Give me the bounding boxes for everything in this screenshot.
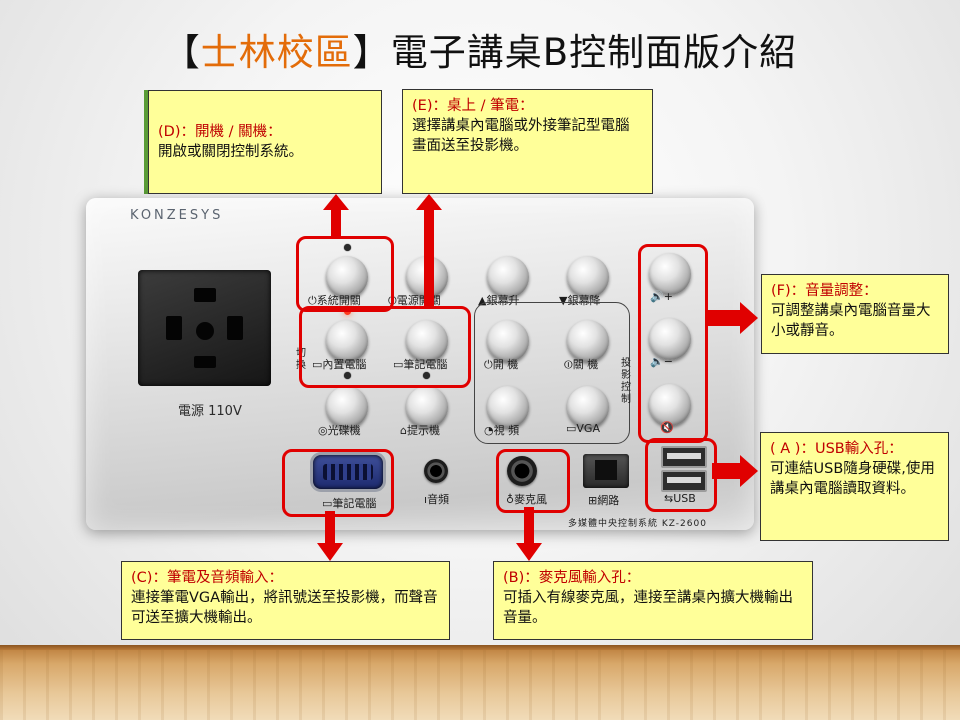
mute-button[interactable]	[649, 384, 691, 426]
usb-port-1[interactable]	[661, 446, 707, 468]
power-led	[344, 244, 351, 251]
dvd-label: ◎光碟機	[318, 424, 361, 437]
system-power-label: ⏻系統開關	[308, 294, 361, 307]
volume-up-button[interactable]	[649, 253, 691, 295]
video-label: ◔視 頻	[484, 424, 520, 437]
projector-on-button[interactable]	[487, 320, 529, 362]
mic-label: ♁麥克風	[506, 493, 548, 506]
callout-e-desktop-laptop: (E)：桌上 / 筆電： 選擇講桌內電腦或外接筆記型電腦畫面送至投影機。	[402, 89, 653, 194]
arrow-down-icon: ▼	[559, 294, 568, 307]
projector-on-label: ⏻開 機	[484, 358, 519, 371]
callout-f-volume: (F)：音量調整： 可調整講桌內電腦音量大小或靜音。	[761, 274, 949, 354]
plug-icon: ı	[424, 493, 428, 506]
power-off-icon: ⏼	[564, 358, 573, 371]
projector-off-label: ⏼關 機	[564, 358, 599, 371]
video-icon: ◔	[484, 424, 494, 437]
mic-jack[interactable]	[507, 456, 537, 486]
internal-pc-label: ▭內置電腦	[312, 358, 367, 371]
laptop-icon: ▭	[322, 497, 333, 510]
internal-pc-led-bottom	[344, 372, 351, 379]
laptop-button[interactable]	[406, 320, 448, 362]
projector-off-button[interactable]	[567, 320, 609, 362]
volume-up-label: 🔊+	[650, 290, 673, 303]
video-button[interactable]	[487, 386, 529, 428]
visualizer-button[interactable]	[406, 386, 448, 428]
callout-c-vga-audio: (C)：筆電及音頻輸入： 連接筆電VGA輸出，將訊號送至投影機，而聲音可送至擴大…	[121, 561, 450, 640]
highlight-mic-jack	[496, 449, 570, 513]
monitor-icon: ▭	[312, 358, 323, 371]
disc-icon: ◎	[318, 424, 328, 437]
highlight-power-button	[296, 236, 394, 312]
speaker-icon: 🔉	[650, 355, 664, 368]
projector-panel-frame	[474, 302, 630, 444]
internal-pc-button[interactable]	[326, 320, 368, 362]
laptop-vga-port[interactable]	[313, 455, 383, 489]
accent-line	[144, 90, 148, 194]
power-icon: ⏻	[308, 294, 317, 307]
projector-control-label: 投影控制	[621, 358, 631, 405]
system-power-button[interactable]	[326, 256, 368, 298]
screen-up-button[interactable]	[487, 256, 529, 298]
highlight-pc-laptop-buttons	[299, 306, 471, 388]
screen-up-label: ▲銀幕升	[478, 294, 520, 307]
volume-down-label: 🔉−	[650, 355, 673, 368]
laptop-vga-label: ▭筆記電腦	[322, 497, 377, 510]
highlight-usb-ports	[645, 438, 717, 512]
power-label: 電源 110V	[178, 404, 242, 419]
monitor-icon: ▭	[566, 422, 577, 435]
usb-port-2[interactable]	[661, 470, 707, 492]
network-icon: ⊞	[588, 494, 598, 507]
vga-button[interactable]	[567, 386, 609, 428]
usb-label: ⇆USB	[664, 492, 696, 505]
usb-icon: ⇆	[664, 492, 674, 505]
laptop-led	[423, 372, 430, 379]
network-label: ⊞網路	[588, 494, 620, 507]
screen-down-label: ▼銀幕降	[559, 294, 601, 307]
visualizer-label: ⌂提示機	[400, 424, 440, 437]
screen-down-button[interactable]	[567, 256, 609, 298]
camera-icon: ⌂	[400, 424, 407, 437]
audio-label: ı音頻	[424, 493, 450, 506]
audio-jack[interactable]	[424, 459, 448, 483]
mute-label: 🔇	[660, 421, 674, 434]
network-port[interactable]	[583, 454, 629, 488]
vga-label: ▭VGA	[566, 422, 600, 435]
slide-title: 【士林校區】電子講桌B控制面版介紹	[162, 31, 798, 74]
dvd-button[interactable]	[326, 386, 368, 428]
mute-icon: 🔇	[660, 421, 674, 434]
callout-d-power: (D)：開機 / 關機： 開啟或關閉控制系統。	[148, 90, 382, 194]
speaker-icon: 🔊	[650, 290, 664, 303]
callout-a-usb: ( A )：USB輸入孔： 可連結USB隨身硬碟,使用講桌內電腦讀取資料。	[760, 432, 949, 541]
wood-floor	[0, 645, 960, 720]
power-icon: ⏻	[484, 358, 493, 371]
volume-down-button[interactable]	[649, 318, 691, 360]
title-campus: 士林校區	[200, 31, 353, 74]
callout-b-microphone: (B)：麥克風輸入孔： 可插入有線麥克風，連接至講桌內擴大機輸出音量。	[493, 561, 813, 640]
arrow-up-icon: ▲	[478, 294, 487, 307]
highlight-volume-buttons	[638, 244, 708, 443]
mic-icon: ♁	[506, 493, 515, 506]
laptop-label: ▭筆記電腦	[393, 358, 448, 371]
model-text: 多媒體中央控制系統 KZ-2600	[568, 519, 707, 529]
brand-logo: KONZESYS	[130, 208, 224, 223]
power-socket	[138, 270, 271, 386]
laptop-icon: ▭	[393, 358, 404, 371]
highlight-vga-audio	[282, 449, 394, 517]
